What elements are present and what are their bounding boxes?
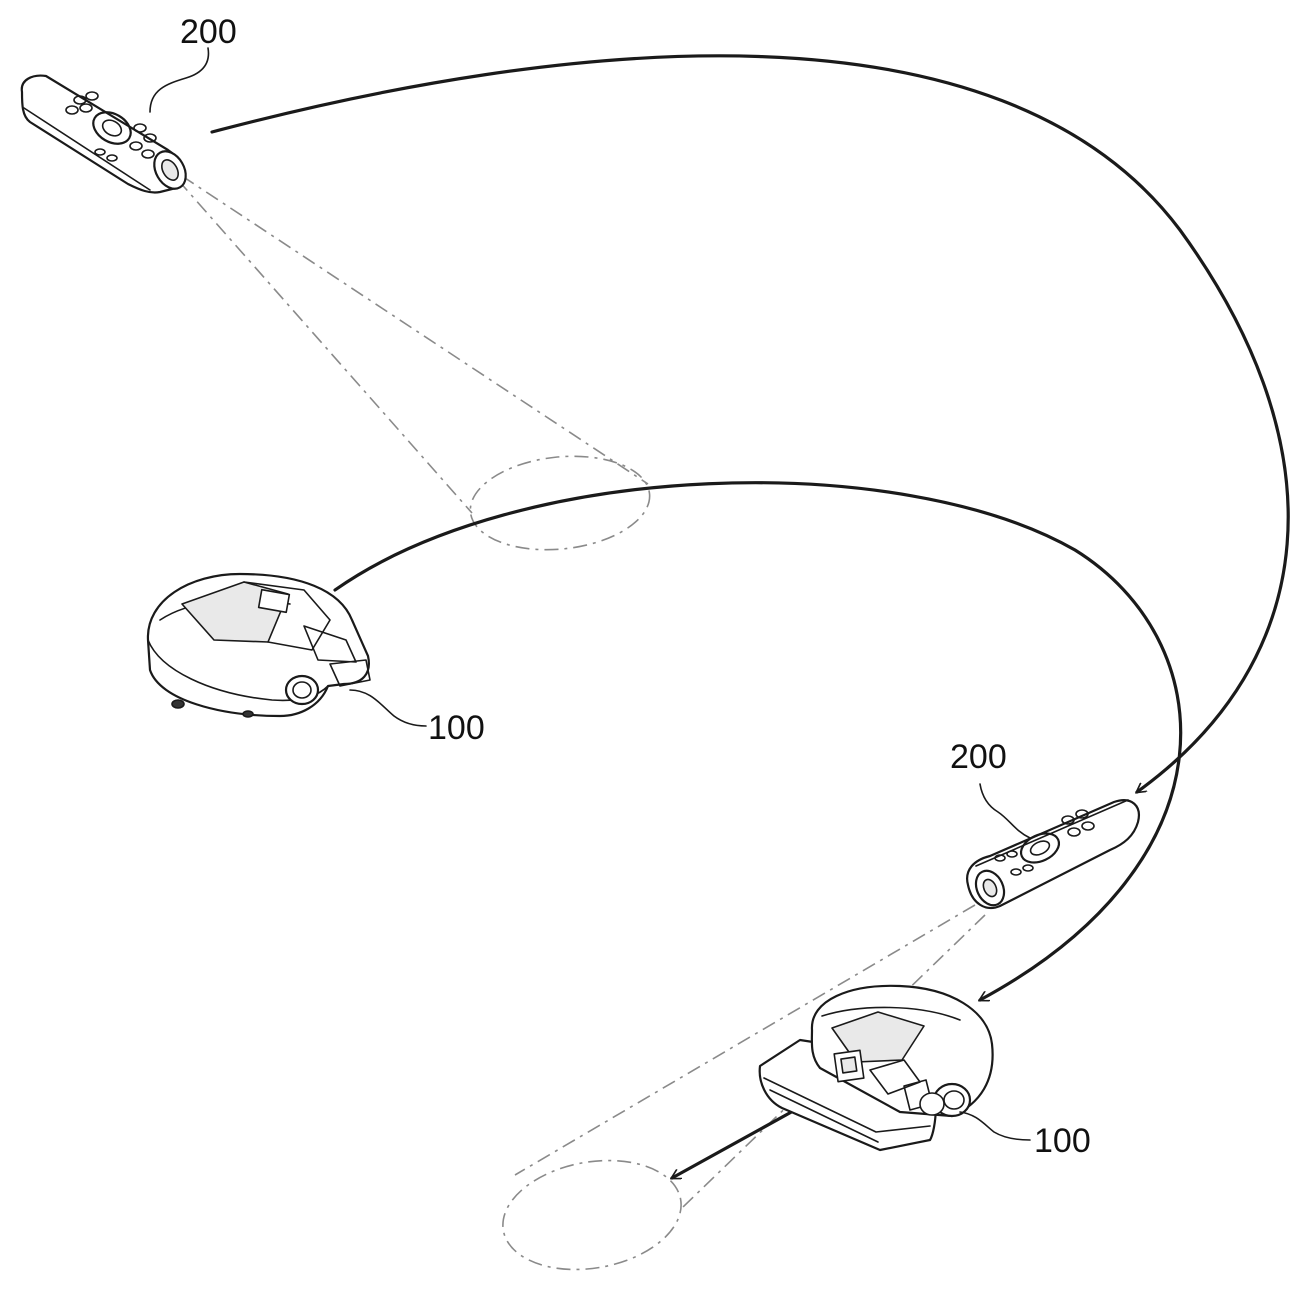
remote-controller-right — [966, 799, 1140, 910]
leader-line-robot-bottom — [959, 1111, 1031, 1141]
label-remote-top: 200 — [180, 13, 237, 51]
robot-cleaner-bottom — [758, 984, 994, 1152]
projected-spot-bottom — [502, 1159, 682, 1271]
leader-line-robot-left — [349, 689, 427, 727]
robot-direction-arrow — [672, 1108, 797, 1180]
beam-top-remote — [177, 175, 649, 514]
robot-cleaner-left — [146, 572, 371, 718]
label-robot-bottom: 100 — [1034, 1122, 1091, 1160]
label-robot-left: 100 — [428, 709, 485, 747]
robot-move-path — [333, 481, 1183, 1002]
leader-line-remote-right — [979, 783, 1031, 839]
remote-controller-top — [20, 74, 187, 194]
leader-line-remote-top — [149, 47, 210, 113]
projected-spot-top — [469, 455, 651, 551]
label-remote-right: 200 — [950, 738, 1007, 776]
remote-move-path — [210, 54, 1290, 792]
